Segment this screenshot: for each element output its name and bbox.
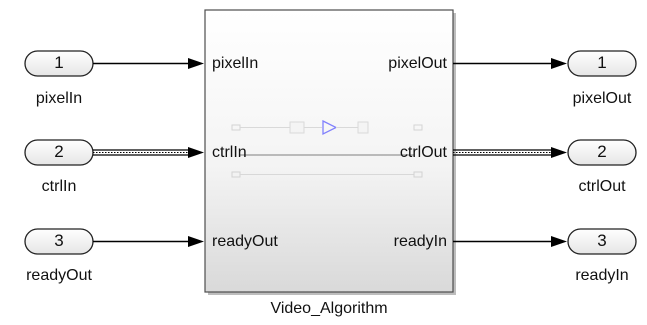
inport-3-label: readyOut	[26, 267, 92, 284]
block-output-label-readyin: readyIn	[393, 233, 447, 250]
signal-line-pixelin[interactable]	[93, 58, 204, 69]
outport-2-label: ctrlOut	[578, 178, 626, 195]
video-algorithm-block[interactable]	[204, 9, 454, 293]
block-input-label-readyout: readyOut	[212, 233, 278, 250]
outport-2[interactable]	[567, 139, 637, 166]
triangle-icon	[322, 119, 338, 136]
subsystem-name-label[interactable]: Video_Algorithm	[270, 300, 388, 317]
outport-3[interactable]	[567, 228, 637, 255]
subsystem-inner-icon	[231, 119, 423, 178]
inport-2-number: 2	[54, 142, 64, 161]
block-output-label-ctrlout: ctrlOut	[399, 144, 447, 161]
block-input-label-ctrlin: ctrlIn	[212, 144, 247, 161]
signal-line-ctrlin-bus[interactable]	[93, 147, 204, 158]
inport-1-label: pixelIn	[35, 90, 83, 107]
signal-line-readyin[interactable]	[453, 236, 567, 247]
block-output-label-pixelout: pixelOut	[388, 55, 447, 72]
outport-1-number: 1	[597, 53, 607, 72]
signal-line-pixelout[interactable]	[453, 58, 567, 69]
outport-1-label: pixelOut	[572, 90, 632, 107]
outport-2-number: 2	[597, 142, 607, 161]
outport-1[interactable]	[567, 50, 637, 77]
inport-3-number: 3	[54, 231, 64, 250]
inport-1-number: 1	[54, 53, 64, 72]
block-input-label-pixelin: pixelIn	[212, 55, 259, 72]
outport-3-number: 3	[597, 231, 607, 250]
signal-line-readyout[interactable]	[93, 236, 204, 247]
outport-3-label: readyIn	[575, 267, 629, 284]
inport-2-label: ctrlIn	[41, 178, 77, 195]
signal-line-ctrlout-bus[interactable]	[453, 147, 567, 158]
